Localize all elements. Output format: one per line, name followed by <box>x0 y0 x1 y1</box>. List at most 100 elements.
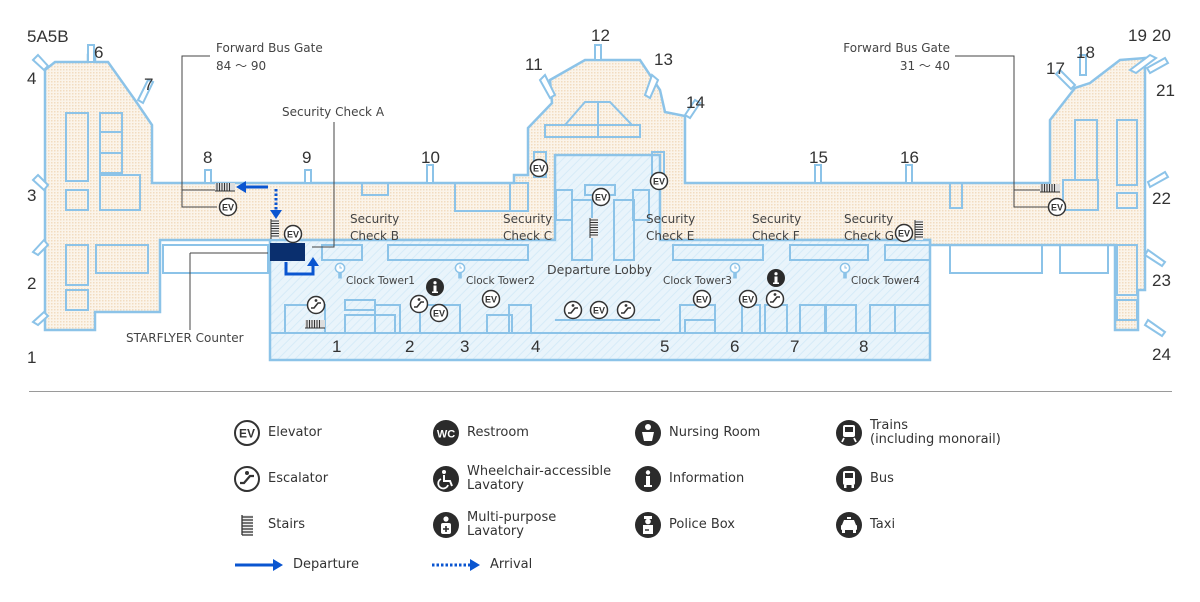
information-icon <box>767 269 785 287</box>
map-legend: EV Elevator Escalator Stairs Departure W… <box>0 405 1200 602</box>
gate-label: 19 <box>1128 26 1147 45</box>
elevator-icon <box>589 300 609 320</box>
counter-numbers: 1 2 3 4 5 6 7 8 <box>332 337 868 356</box>
escalator-icon <box>563 300 583 320</box>
gate-label: 18 <box>1076 43 1095 62</box>
legend-label: Information <box>669 471 745 486</box>
legend-label: Elevator <box>268 425 322 440</box>
gate-label: 5A5B <box>27 27 69 46</box>
gate-label: 14 <box>686 93 705 112</box>
gate-label: 1 <box>27 348 36 367</box>
stairs-icon <box>270 218 280 240</box>
legend-item-elevator: EV Elevator <box>233 419 322 447</box>
gate-label: 22 <box>1152 189 1171 208</box>
legend-item-police-box: Police Box <box>634 511 735 539</box>
stairs-icon <box>233 511 261 539</box>
stairs-icon <box>214 182 236 192</box>
elevator-icon <box>649 171 669 191</box>
security-check-a-label: Security Check A <box>282 105 385 119</box>
svg-text:Security: Security <box>844 212 893 226</box>
svg-text:Security: Security <box>503 212 552 226</box>
legend-label: Arrival <box>490 557 533 572</box>
legend-item-stairs: Stairs <box>233 511 305 539</box>
gate-label: 13 <box>654 50 673 69</box>
elevator-icon <box>894 223 914 243</box>
counter-number: 1 <box>332 337 341 356</box>
legend-item-escalator: Escalator <box>233 465 328 493</box>
legend-label: Nursing Room <box>669 425 761 440</box>
escalator-icon <box>306 295 326 315</box>
elevator-icon <box>283 224 303 244</box>
svg-text:EV: EV <box>239 427 255 441</box>
gate-label: 10 <box>421 148 440 167</box>
callout-lines <box>181 55 1048 330</box>
legend-item-departure: Departure <box>235 558 359 572</box>
gate-stubs <box>31 44 1170 338</box>
gate-label: 9 <box>302 148 311 167</box>
elevator-icon: EV <box>233 419 261 447</box>
legend-label: Stairs <box>268 517 306 532</box>
gate-label: 11 <box>525 55 543 74</box>
counter-number: 4 <box>531 337 540 356</box>
stairs-icon <box>914 219 924 241</box>
bus-gate-left-range: 84 〜 90 <box>216 59 266 73</box>
legend-item-multipurpose-lavatory: Multi-purpose Lavatory <box>432 511 556 539</box>
gate-label: 24 <box>1152 345 1171 364</box>
svg-text:Check C: Check C <box>503 229 552 243</box>
legend-label: Escalator <box>268 471 329 486</box>
stairs-icon <box>1039 183 1061 193</box>
legend-label: Restroom <box>467 425 529 440</box>
svg-text:Check G: Check G <box>844 229 894 243</box>
elevator-icon <box>481 289 501 309</box>
train-icon <box>835 419 863 447</box>
legend-item-nursing-room: Nursing Room <box>634 419 760 447</box>
security-check-e: Security Check E <box>646 212 695 243</box>
legend-label: Trains (including monorail) <box>870 418 1001 447</box>
legend-item-wheelchair-lavatory: Wheelchair-accessible Lavatory <box>432 465 611 493</box>
svg-text:Security: Security <box>646 212 695 226</box>
counter-number: 2 <box>405 337 414 356</box>
counter-number: 7 <box>790 337 799 356</box>
legend-item-information: Information <box>634 465 744 493</box>
legend-item-trains: Trains (including monorail) <box>835 419 1001 447</box>
gate-label: 3 <box>27 186 36 205</box>
svg-text:Clock Tower4: Clock Tower4 <box>851 275 920 287</box>
security-check-f: Security Check F <box>752 212 801 243</box>
legend-item-taxi: Taxi <box>835 511 895 539</box>
legend-label: Taxi <box>870 517 896 532</box>
legend-item-bus: Bus <box>835 465 894 493</box>
clock-tower-2: Clock Tower2 <box>454 262 535 287</box>
nursing-room-icon <box>634 419 662 447</box>
elevator-icon <box>591 187 611 207</box>
legend-label: Departure <box>293 557 359 572</box>
counter-number: 5 <box>660 337 669 356</box>
starflyer-counter-label: STARFLYER Counter <box>126 331 244 345</box>
stairs-icon <box>304 319 326 329</box>
bus-gate-left-title: Forward Bus Gate <box>216 41 323 55</box>
svg-text:Check B: Check B <box>350 229 399 243</box>
gate-label: 4 <box>27 69 36 88</box>
bus-gate-right-range: 31 〜 40 <box>900 59 950 73</box>
gate-label: 12 <box>591 26 610 45</box>
security-check-c: Security Check C <box>503 212 552 243</box>
room-outlines <box>65 101 1138 334</box>
counter-number: 3 <box>460 337 469 356</box>
legend-label: Multi-purpose Lavatory <box>467 510 557 539</box>
starflyer-counter[interactable] <box>270 243 305 261</box>
legend-label: Police Box <box>669 517 735 532</box>
escalator-icon <box>765 289 785 309</box>
elevator-icon <box>218 197 238 217</box>
gate-label: 6 <box>94 43 103 62</box>
elevator-icon <box>429 303 449 323</box>
escalator-icon <box>409 294 429 314</box>
bus-gate-right-title: Forward Bus Gate <box>843 41 950 55</box>
taxi-icon <box>835 511 863 539</box>
escalator-icon <box>233 465 261 493</box>
wheelchair-icon <box>432 465 460 493</box>
svg-text:Check F: Check F <box>752 229 800 243</box>
gate-labels: 1 2 3 4 5A5B 6 7 8 9 10 11 12 13 14 15 1… <box>27 26 1175 367</box>
legend-item-restroom: WC Restroom <box>432 419 529 447</box>
svg-text:Clock Tower1: Clock Tower1 <box>346 275 415 287</box>
svg-text:Check E: Check E <box>646 229 694 243</box>
counter-number: 6 <box>730 337 739 356</box>
